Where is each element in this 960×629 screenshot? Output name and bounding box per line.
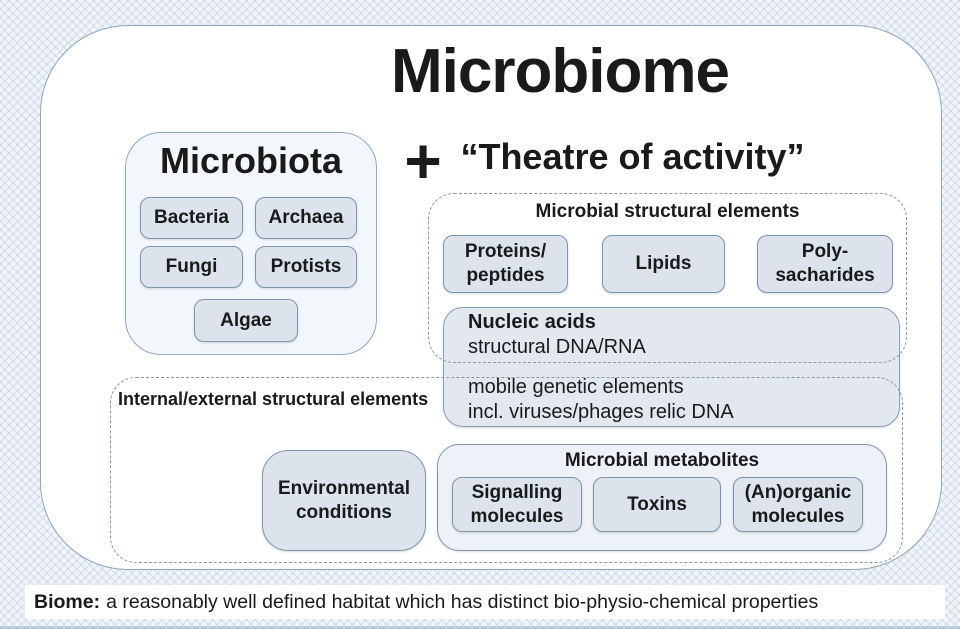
diagram-title: Microbiome [391, 37, 730, 106]
metabolite-box-toxins: Toxins [593, 477, 721, 532]
structural-box-proteins-peptides: Proteins/ peptides [443, 235, 568, 293]
theatre-of-activity-title: “Theatre of activity” [460, 136, 805, 177]
nucleic-acids-text: Nucleic acids structural DNA/RNA mobile … [468, 310, 888, 425]
microbiota-item-bacteria: Bacteria [140, 197, 243, 239]
microbiota-item-fungi: Fungi [140, 246, 243, 288]
plus-operator: + [404, 125, 442, 197]
bottom-edge-line [0, 626, 960, 629]
microbiota-item-algae: Algae [194, 299, 298, 342]
environmental-conditions-box: Environmental conditions [262, 450, 426, 551]
microbial-metabolites-title: Microbial metabolites [564, 450, 760, 471]
structural-box-polysacharides: Poly- sacharides [757, 235, 893, 293]
viruses-phages-line: incl. viruses/phages relic DNA [468, 401, 734, 423]
microbiota-group-title: Microbiota [159, 140, 342, 181]
nucleic-acids-title: Nucleic acids [468, 311, 596, 333]
mobile-genetic-elements-line: mobile genetic elements [468, 376, 684, 398]
internal-external-title: Internal/external structural elements [118, 389, 429, 409]
nucleic-acids-subtitle: structural DNA/RNA [468, 336, 646, 358]
biome-definition-text: a reasonably well defined habitat which … [106, 590, 819, 613]
microbiota-item-archaea: Archaea [255, 197, 357, 239]
biome-definition-bar: Biome: a reasonably well defined habitat… [25, 585, 945, 619]
metabolite-box-signalling-molecules: Signalling molecules [452, 477, 582, 532]
nucleic-acids-box [443, 307, 900, 427]
structural-elements-title: Microbial structural elements [535, 201, 800, 222]
metabolite-box-anorganic-molecules: (An)organic molecules [733, 477, 863, 532]
biome-term: Biome: [34, 590, 101, 613]
microbiota-item-protists: Protists [255, 246, 357, 288]
structural-box-lipids: Lipids [602, 235, 725, 293]
